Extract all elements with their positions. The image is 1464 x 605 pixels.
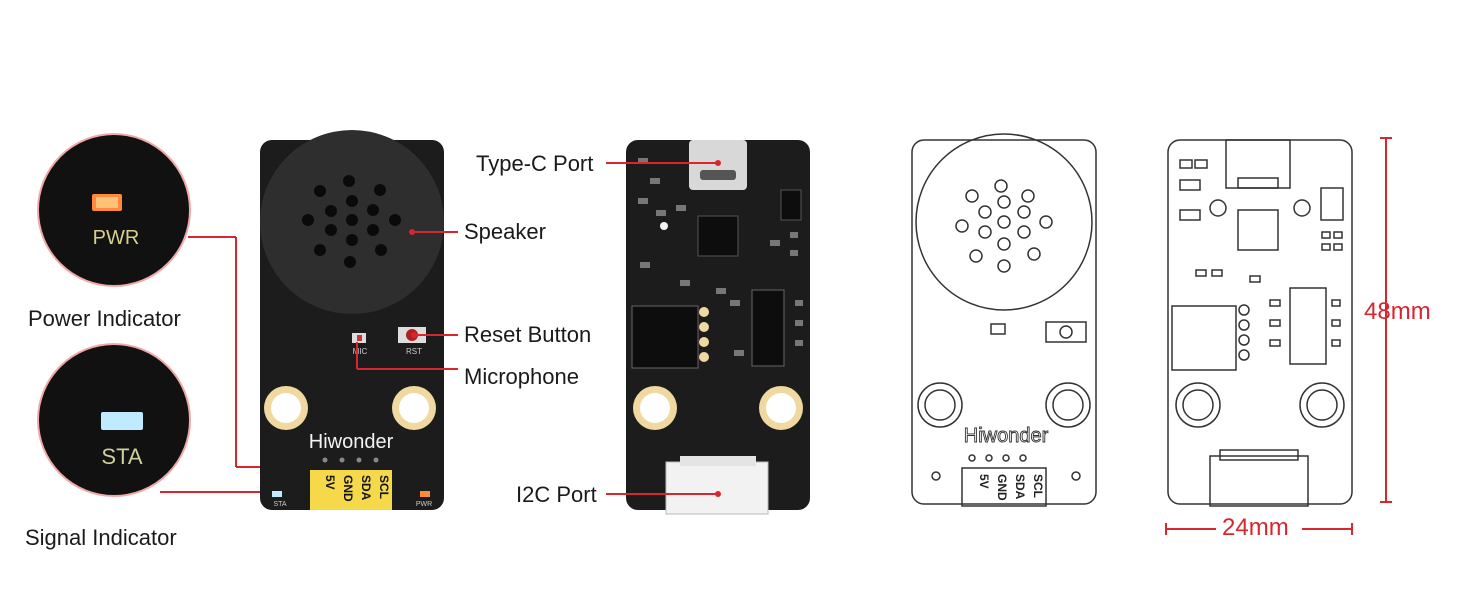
pwr-zoom-circle: PWR <box>37 133 191 287</box>
svg-text:5V: 5V <box>323 475 337 490</box>
back-board <box>626 140 810 515</box>
outline-brand: Hiwonder <box>964 425 1049 447</box>
svg-text:SDA: SDA <box>1013 474 1027 500</box>
sta-zoom-label: STA <box>101 444 142 469</box>
svg-text:SDA: SDA <box>359 475 373 501</box>
power-indicator-label: Power Indicator <box>28 306 181 331</box>
width-dimension-line <box>1165 523 1353 535</box>
svg-text:PWR: PWR <box>416 501 432 508</box>
reset-button-label: Reset Button <box>464 322 592 347</box>
svg-text:SCL: SCL <box>1031 474 1045 498</box>
pwr-zoom-label: PWR <box>93 227 140 249</box>
svg-text:MIC: MIC <box>353 347 368 356</box>
outline-front-board <box>911 133 1097 507</box>
i2c-port-body <box>665 461 769 515</box>
svg-text:GND: GND <box>995 474 1009 501</box>
svg-text:GND: GND <box>341 475 355 502</box>
speaker-label: Speaker <box>464 219 546 244</box>
svg-text:SCL: SCL <box>377 475 391 499</box>
outline-back-board <box>1167 139 1353 507</box>
signal-indicator-label: Signal Indicator <box>25 525 177 550</box>
svg-text:STA: STA <box>273 501 286 508</box>
width-dimension-label: 24mm <box>1222 514 1289 541</box>
svg-text:RST: RST <box>406 347 422 356</box>
height-dimension-line <box>1380 137 1392 503</box>
front-board: MIC RST Hiwonder SCL SDA GND 5V STA PWR <box>260 130 444 510</box>
height-dimension-label: 48mm <box>1364 298 1431 325</box>
sta-zoom-circle: STA <box>37 343 191 497</box>
svg-text:5V: 5V <box>977 474 991 489</box>
i2c-port-label: I2C Port <box>516 482 597 507</box>
svg-text:Hiwonder: Hiwonder <box>309 431 394 453</box>
microphone-label: Microphone <box>464 364 579 389</box>
type-c-port-label: Type-C Port <box>476 151 594 176</box>
